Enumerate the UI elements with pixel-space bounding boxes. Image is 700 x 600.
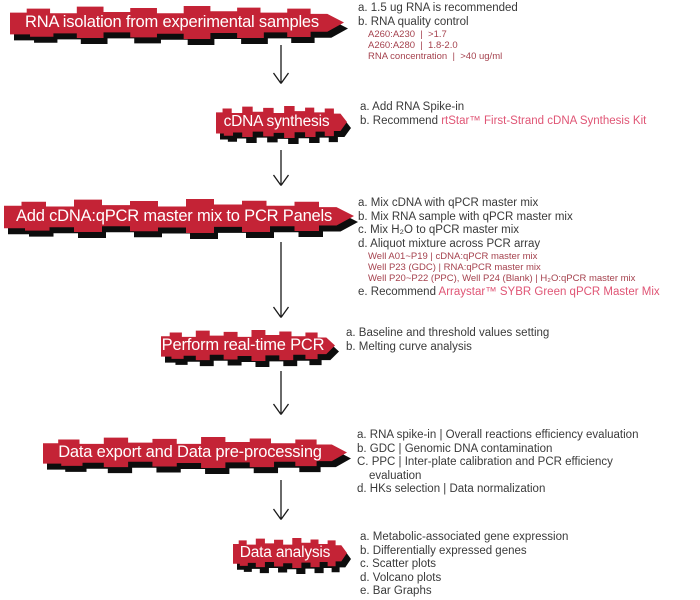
note-line: a. Baseline and threshold values setting: [346, 327, 550, 339]
note-line: a. RNA spike-in | Overall reactions effi…: [357, 429, 639, 441]
note-line: a. Metabolic-associated gene expression: [360, 531, 569, 543]
subnote-line: A260:A280 | 1.8-2.0: [368, 40, 458, 52]
step-banner-rna-isolation: RNA isolation from experimental samples: [10, 6, 348, 45]
note-prefix: e. Recommend: [358, 286, 439, 299]
subnote-group: A260:A230 | >1.7 A260:A280 | 1.8-2.0 RNA…: [368, 29, 518, 63]
note-line: b. Differentially expressed genes: [360, 544, 527, 557]
note-line: b. Melting curve analysis: [346, 340, 472, 353]
subnote-line: Well P23 (GDC) | RNA:qPCR master mix: [368, 262, 541, 274]
step-banner-cdna-synthesis: cDNA synthesis: [216, 106, 351, 144]
note-line: c. Mix H₂O to qPCR master mix: [358, 224, 520, 237]
down-arrow-icon: [272, 480, 290, 520]
note-line: d. Volcano plots: [360, 571, 442, 584]
note-line: d. Aliquot mixture across PCR array: [358, 237, 541, 250]
note-line: b. GDC | Genomic DNA contamination: [357, 442, 553, 455]
step-banner-data-analysis: Data analysis: [233, 538, 351, 574]
note-line: a. 1.5 ug RNA is recommended: [358, 2, 518, 14]
step-banner-realtime-pcr: Perform real-time PCR: [161, 330, 339, 367]
step-notes-rna-isolation: a. 1.5 ug RNA is recommended b. RNA qual…: [358, 2, 518, 64]
step-banner-label: Data export and Data pre-processing: [58, 443, 322, 461]
note-line: e. Bar Graphs: [360, 585, 432, 598]
product-name: rtStar™ First-Strand cDNA Synthesis Kit: [441, 114, 647, 127]
subnote-group: Well A01~P19 | cDNA:qPCR master mix Well…: [368, 251, 660, 285]
note-line: a. Add RNA Spike-in: [360, 101, 465, 113]
subnote-line: Well P20~P22 (PPC), Well P24 (Blank) | H…: [368, 273, 636, 285]
note-line: e. Recommend Arraystar™ SYBR Green qPCR …: [358, 286, 660, 300]
subnote-line: RNA concentration | >40 ug/ml: [368, 51, 503, 62]
step-banner-label: cDNA synthesis: [223, 113, 330, 130]
step-notes-data-export: a. RNA spike-in | Overall reactions effi…: [357, 429, 638, 497]
step-banner-data-export: Data export and Data pre-processing: [43, 437, 351, 474]
note-line: c. Scatter plots: [360, 558, 437, 571]
step-banner-add-master-mix: Add cDNA:qPCR master mix to PCR Panels: [4, 199, 358, 239]
step-notes-data-analysis: a. Metabolic-associated gene expression …: [360, 531, 568, 599]
note-line-continuation: evaluation: [369, 469, 422, 482]
down-arrow-icon: [272, 150, 290, 186]
subnote-line: A260:A230 | >1.7: [368, 29, 447, 41]
down-arrow-icon: [272, 45, 290, 84]
note-line: d. HKs selection | Data normalization: [357, 483, 546, 496]
step-notes-realtime-pcr: a. Baseline and threshold values setting…: [346, 327, 549, 354]
note-line: b. Recommend rtStar™ First-Strand cDNA S…: [360, 115, 646, 129]
product-name: Arraystar™ SYBR Green qPCR Master Mix: [438, 286, 660, 299]
down-arrow-icon: [272, 242, 290, 318]
note-line: b. Mix RNA sample with qPCR master mix: [358, 210, 573, 223]
step-notes-add-master-mix: a. Mix cDNA with qPCR master mix b. Mix …: [358, 197, 660, 300]
down-arrow-icon: [272, 371, 290, 415]
note-prefix: b. Recommend: [360, 114, 442, 127]
note-line: b. RNA quality control: [358, 15, 469, 28]
step-banner-label: RNA isolation from experimental samples: [25, 13, 319, 31]
subnote-line: Well A01~P19 | cDNA:qPCR master mix: [368, 251, 538, 263]
step-banner-label: Add cDNA:qPCR master mix to PCR Panels: [15, 206, 333, 225]
note-line: a. Mix cDNA with qPCR master mix: [358, 197, 539, 209]
note-line: C. PPC | Inter-plate calibration and PCR…: [357, 456, 613, 469]
step-banner-label: Perform real-time PCR: [161, 336, 325, 354]
step-notes-cdna-synthesis: a. Add RNA Spike-in b. Recommend rtStar™…: [360, 101, 646, 128]
step-banner-label: Data analysis: [239, 544, 331, 561]
